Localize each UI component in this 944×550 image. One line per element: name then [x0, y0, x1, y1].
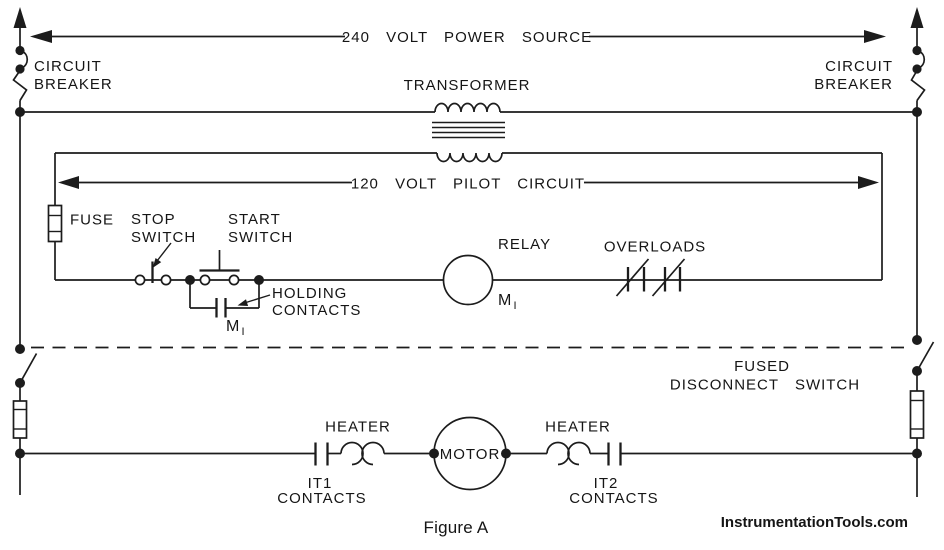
- fuse-symbol-pilot: [47, 204, 63, 243]
- disconnect-switch-right-symbol: [909, 335, 935, 454]
- relay-ref: M: [498, 292, 511, 309]
- circuit-breaker-right-label-line1: CIRCUIT: [825, 58, 893, 75]
- left-power-rail: [15, 100, 25, 348]
- motor-label: MOTOR: [440, 446, 501, 463]
- stop-switch-pointer-arrow-icon: [152, 242, 172, 268]
- stop-switch-label-line2: SWITCH: [131, 229, 196, 246]
- relay-ref-subscript: I: [514, 300, 517, 312]
- start-switch-label-line2: SWITCH: [228, 229, 293, 246]
- circuit-breaker-left-label-line2: BREAKER: [34, 76, 113, 93]
- overloads-label: OVERLOADS: [604, 239, 706, 256]
- relay-label: RELAY: [498, 236, 551, 253]
- fuse-label: FUSE: [70, 212, 114, 229]
- overload-contact-1-symbol: [615, 258, 650, 297]
- circuit-breaker-right-symbol: [910, 45, 926, 101]
- it1-label-line1: IT1: [308, 475, 333, 492]
- motor-line-wires: [19, 452, 918, 497]
- motor-line-junction-dots: [15, 448, 922, 459]
- stop-switch-symbol: [134, 261, 172, 286]
- fused-disconnect-label-line1: FUSED: [734, 358, 790, 375]
- transformer-label: TRANSFORMER: [404, 77, 531, 94]
- motor-symbol: [429, 416, 511, 491]
- heater-left-label: HEATER: [325, 419, 391, 436]
- fused-disconnect-label-line2: DISCONNECT SWITCH: [670, 377, 860, 394]
- holding-contacts-label-line1: HOLDING: [272, 285, 347, 302]
- power-source-label: 240 VOLT POWER SOURCE: [342, 29, 592, 46]
- stop-switch-label-line1: STOP: [131, 211, 176, 228]
- it2-label-line2: CONTACTS: [569, 490, 658, 507]
- right-power-rail: [912, 100, 922, 340]
- heater-symbol-left: [340, 441, 385, 466]
- relay-coil-symbol: [442, 254, 494, 306]
- holding-contact-ref: M: [226, 318, 239, 335]
- holding-contact-ref-subscript: I: [242, 326, 245, 338]
- start-switch-label-line1: START: [228, 211, 281, 228]
- overload-contact-2-symbol: [651, 258, 686, 297]
- power-source-span-arrow-icon: [30, 30, 886, 43]
- holding-contact-symbol: [185, 275, 264, 318]
- holding-contacts-label-line2: CONTACTS: [272, 302, 361, 319]
- heater-symbol-right: [546, 441, 591, 466]
- watermark: InstrumentationTools.com: [721, 514, 908, 531]
- circuit-breaker-left-label-line1: CIRCUIT: [34, 58, 102, 75]
- it2-label-line1: IT2: [594, 475, 619, 492]
- it1-label-line2: CONTACTS: [277, 490, 366, 507]
- pilot-span-arrow-icon: [58, 176, 879, 189]
- holding-contacts-pointer-arrow-icon: [237, 294, 271, 306]
- circuit-breaker-right-label-line2: BREAKER: [814, 76, 893, 93]
- it1-contact-symbol: [314, 442, 329, 466]
- transformer-symbol: [20, 102, 917, 163]
- circuit-breaker-left-symbol: [12, 45, 29, 101]
- up-arrow-left-icon: [13, 7, 27, 47]
- up-arrow-right-icon: [910, 7, 924, 47]
- it2-contact-symbol: [607, 442, 622, 466]
- figure-caption: Figure A: [424, 518, 489, 537]
- pilot-circuit-label: 120 VOLT PILOT CIRCUIT: [351, 176, 585, 193]
- heater-right-label: HEATER: [545, 419, 611, 436]
- disconnect-switch-left-symbol: [12, 344, 38, 454]
- start-switch-symbol: [199, 250, 240, 286]
